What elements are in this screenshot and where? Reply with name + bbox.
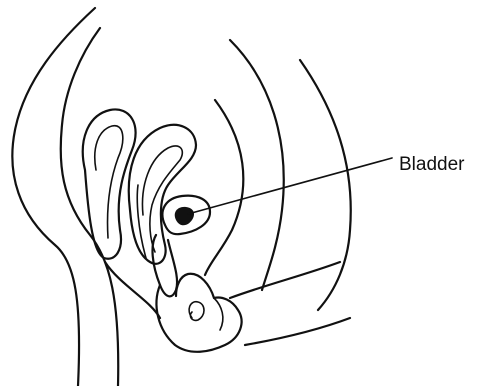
bladder-shape: [175, 207, 194, 225]
thigh-bottom: [245, 318, 350, 345]
thigh-top: [230, 262, 340, 298]
back-contour: [12, 8, 95, 386]
thumb-line: [214, 298, 223, 330]
uterus-outline: [129, 125, 196, 264]
bladder-label: Bladder: [399, 154, 465, 175]
knuckle-curl: [189, 302, 204, 321]
bladder-leader-line: [188, 158, 392, 214]
anterior-wall: [205, 100, 243, 275]
abdomen-front: [230, 40, 284, 290]
hand-outline: [156, 274, 241, 352]
